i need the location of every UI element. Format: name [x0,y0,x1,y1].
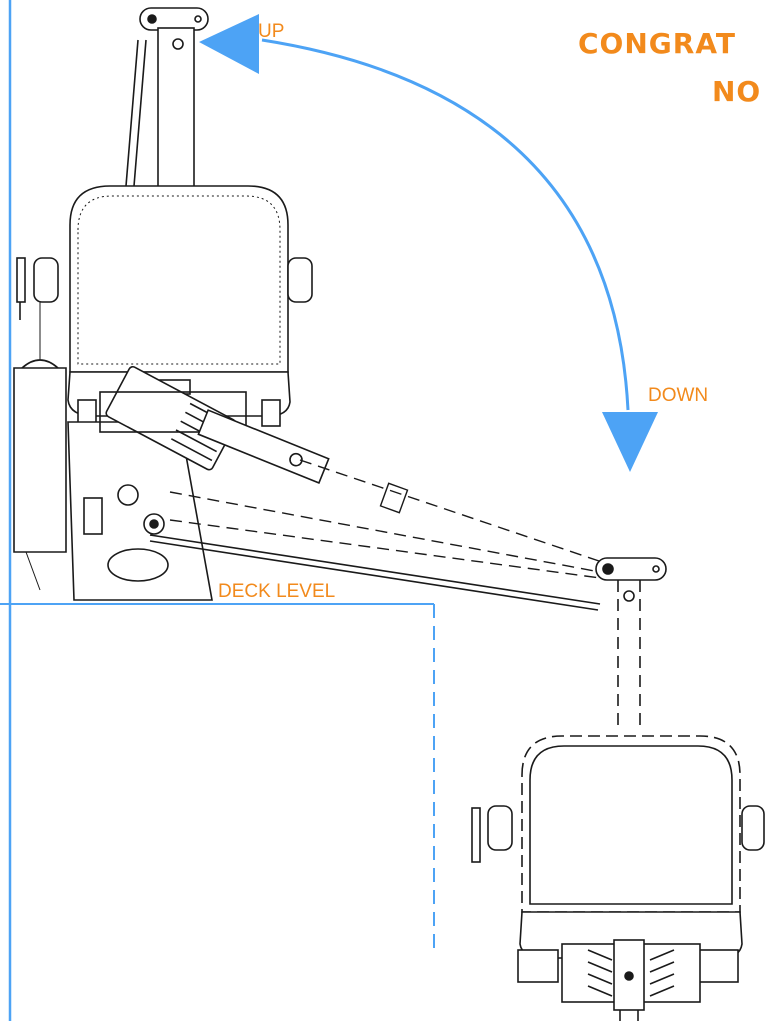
motion-arc [199,14,658,472]
up-arrowhead [199,14,259,74]
down-label: DOWN [648,385,709,406]
up-label: UP [258,21,285,42]
lift-down-position [471,557,765,1021]
pool-wall [0,0,435,1021]
boom-travel-dashed [169,459,603,579]
down-arrowhead [602,412,658,472]
heading-line-1: CONGRAT [578,27,736,60]
deck-level-label: DECK LEVEL [218,581,336,602]
lift-up-position [13,7,601,611]
heading-line-2: NO [712,75,762,108]
